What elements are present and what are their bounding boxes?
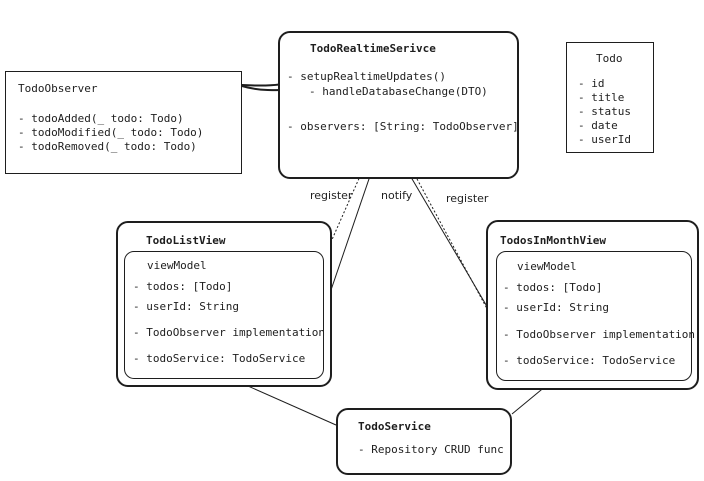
viewmodel-line: - todoService: TodoService (503, 354, 676, 367)
register-right-label: register (446, 192, 489, 205)
viewmodel-label: viewModel (147, 259, 207, 272)
notify-label: notify (381, 189, 413, 202)
register-left-label: register (310, 189, 353, 202)
todo-service-box: TodoService - Repository CRUD func (336, 408, 512, 475)
todo-list-view-title: TodoListView (146, 234, 226, 247)
realtime-service-line: - setupRealtimeUpdates() (287, 70, 446, 83)
todo-model-field: - userId (578, 133, 631, 146)
todo-observer-method: - todoAdded(_ todo: Todo) (18, 112, 184, 125)
realtime-service-title: TodoRealtimeSerivce (310, 42, 436, 55)
viewmodel-line: - TodoObserver implementation (133, 326, 326, 339)
todo-model-field: - status (578, 105, 631, 118)
todo-model-field: - title (578, 91, 625, 104)
todos-in-month-view-box: TodosInMonthView viewModel - todos: [Tod… (486, 220, 699, 390)
realtime-service-line: - observers: [String: TodoObserver] (287, 120, 519, 133)
todo-model-field: - date (578, 119, 618, 132)
viewmodel-line: - userId: String (133, 300, 239, 313)
todo-model-title: Todo (596, 52, 623, 65)
realtime-service-box: TodoRealtimeSerivce - setupRealtimeUpdat… (278, 31, 519, 179)
todo-observer-method: - todoModified(_ todo: Todo) (18, 126, 204, 139)
todo-service-line: - Repository CRUD func (358, 443, 504, 456)
todo-list-view-box: TodoListView viewModel - todos: [Todo] -… (116, 221, 332, 387)
todos-in-month-view-title: TodosInMonthView (500, 234, 606, 247)
viewmodel-line: - todos: [Todo] (133, 280, 233, 293)
todo-model-field: - id (578, 77, 605, 90)
viewmodel-line: - todos: [Todo] (503, 281, 603, 294)
todo-observer-title: TodoObserver (18, 82, 98, 95)
todo-observer-method: - todoRemoved(_ todo: Todo) (18, 140, 197, 153)
todo-list-view-viewmodel: viewModel - todos: [Todo] - userId: Stri… (124, 251, 326, 379)
viewmodel-line: - TodoObserver implementation (503, 328, 696, 341)
todo-model-box: Todo - id - title - status - date - user… (566, 42, 654, 153)
todo-observer-box: TodoObserver - todoAdded(_ todo: Todo) -… (5, 71, 242, 174)
realtime-service-line: - handleDatabaseChange(DTO) (309, 85, 488, 98)
todo-service-title: TodoService (358, 420, 431, 433)
todos-in-month-view-viewmodel: viewModel - todos: [Todo] - userId: Stri… (496, 251, 696, 381)
viewmodel-line: - userId: String (503, 301, 609, 314)
viewmodel-label: viewModel (517, 260, 577, 273)
viewmodel-line: - todoService: TodoService (133, 352, 306, 365)
